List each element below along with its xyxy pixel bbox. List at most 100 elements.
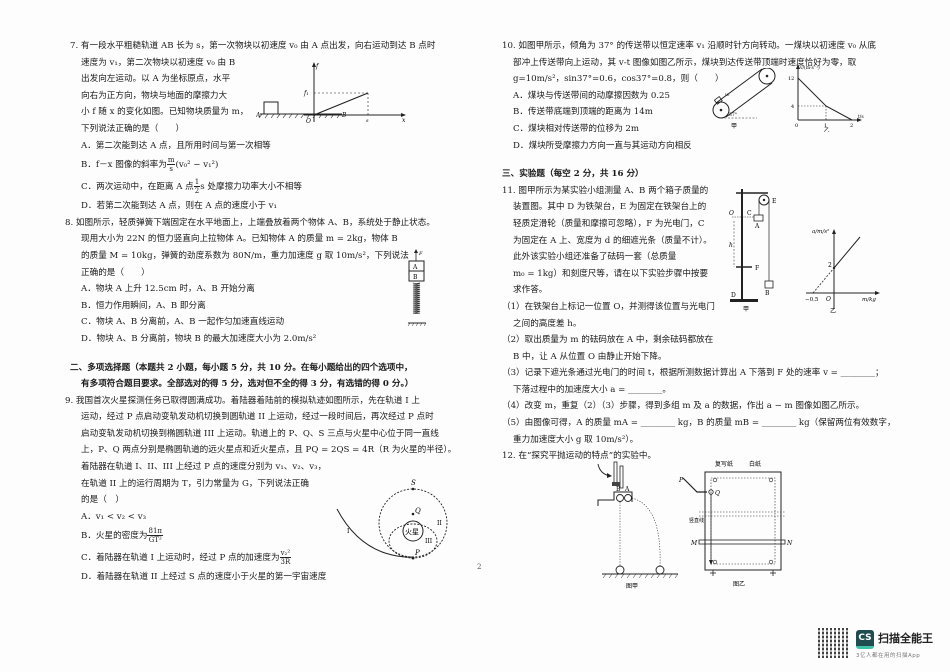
question-11: 11. 图甲所示为某实验小组测量 A、B 两个箱子质量的 装置图。其中 D 为铁… [502,183,922,449]
svg-text:甲: 甲 [743,306,749,312]
q7-stem-line: 下列说法正确的是（ ） [81,123,185,134]
q11-step-5: （5）由图像可得，A 的质量 mA = ________ kg，B 的质量 mB… [502,418,896,429]
q9-stem-line: 着陆器在轨道 I、II、III 上经过 P 点的速度分别为 v₁、v₂、v₃， [81,462,327,473]
section-3-title: 三、实验题（每空 2 分，共 16 分） [502,169,644,180]
q10-stem-line: 部冲上传送带向上运动，其 v-t 图像如图乙所示，煤块到达传送带顶端时速度恰好为… [513,57,857,68]
q11-a-m-graph: a/m/s² 2 −0.5 O m/kg 乙 [805,228,880,313]
q11-step-1-cont: 之间的高度差 h。 [513,318,582,329]
q8-option-d: D．物块 A、B 分离前，物块 B 的最大加速度大小为 2.0m/s² [81,333,317,344]
q9-stem-line: 启动变轨发动机切换到椭圆轨道 III 上运动。轨道上的 P、Q、S 三点与火星中… [81,428,439,439]
q7-f-x-graph: f f₁ O s x [303,62,406,125]
q7-option-a: A．第二次能到达 A 点，且所用时间与第一次相等 [81,140,271,151]
svg-text:P: P [678,477,684,484]
svg-text:h: h [729,242,733,249]
q11-stem-line: 为固定在 A 上、宽度为 d 的细遮光条（质量不计）。 [513,235,712,246]
svg-text:A: A [412,264,418,271]
question-12: 12. 在“探究平抛运动的特点”的实验中。 B A 图甲 [502,448,922,590]
svg-text:I: I [347,528,350,535]
q11-step-1: （1）在铁架台上标记一位置 O，并测得该位置与光电门 [502,301,715,312]
q8-stem-line: 正确的是（ ） [81,267,150,278]
svg-text:12: 12 [788,76,794,82]
q12-board-diagram: 复写纸 白纸 P Q 竖直线 M N 图乙 [678,460,793,588]
q9-stem-line: 在轨道 II 上的运行周期为 T，引力常量为 G，下列说法正确 [81,478,309,489]
camscanner-tagline: 3亿人都在用的扫描App [856,653,921,659]
svg-text:F: F [755,265,759,272]
q10-v-t-graph: v/(m·s⁻¹) 12 4 0 1 2 t/s 乙 [788,64,864,132]
svg-text:乙: 乙 [830,308,836,313]
svg-text:火星: 火星 [405,528,419,536]
q11-step-3-cont: 下落过程中的加速度大小 a = ________。 [513,384,672,395]
section-2-title-line2: 有多项符合题目要求。全部选对的得 5 分，选对但不全的得 3 分，有选错的得 0… [81,379,414,390]
q9-option-d: D．着陆器在轨道 II 上经过 S 点的速度小于火星的第一宇宙速度 [81,572,327,583]
svg-text:O: O [306,118,311,125]
svg-text:乙: 乙 [824,127,830,132]
q7-stem-line: 7. 有一段水平粗糙轨道 AB 长为 s，第一次物块以初速度 v₀ 由 A 点出… [70,41,436,51]
q9-option-a: A．v₁ < v₂ < v₃ [81,511,147,522]
q8-stem-line: 的质量 M = 10kg，弹簧的劲度系数为 80N/m，重力加速度 g 取 10… [81,250,409,261]
q11-apparatus-diagram: E O C A h F B D 甲 [729,188,776,312]
svg-text:Q: Q [715,490,720,497]
qr-code-icon [818,628,848,658]
question-9: 9. 我国首次火星探测任务已取得圆满成功。着陆器着陆前的模拟轨迹如图所示，先在轨… [65,393,490,586]
svg-text:C: C [747,210,752,217]
svg-text:s: s [366,118,369,124]
q8-option-c: C．物块 A、B 分离前，A、B 一起作匀加速直线运动 [81,317,285,328]
section-2-header: 二、多项选择题（本题共 2 小题，每小题 5 分，共 10 分。在每小题给出的四… [70,360,490,393]
q9-option-b-text: B．火星的密度为 [81,531,148,542]
camscanner-logo-icon: CS [856,630,874,649]
q8-stem-line: 8. 如图所示，轻质弹簧下端固定在水平地面上，上端叠放着两个物体 A、B，系统处… [65,217,435,228]
q12-projectile-apparatus-diagram: B A 图甲 [597,461,679,590]
q11-step-5-cont: 重力加速度大小 g 取 10m/s²）。 [513,434,639,445]
svg-text:III: III [425,538,433,545]
svg-text:图乙: 图乙 [733,581,745,588]
svg-text:B: B [765,290,770,297]
left-column: 7. 有一段水平粗糙轨道 AB 长为 s，第一次物块以初速度 v₀ 由 A 点出… [65,38,490,586]
svg-text:f: f [315,63,320,70]
svg-text:M: M [690,540,698,547]
q7-option-d: D．若第二次能到达 A 点，则在 A 点的速度小于 v₁ [81,201,277,212]
svg-text:4: 4 [791,104,794,110]
svg-text:A: A [754,223,760,230]
q8-spring-diagram: F A B [407,248,427,326]
page-number: 2 [477,563,482,571]
q11-step-4: （4）改变 m，重复（2）（3）步骤，得到多组 m 及 a 的数据，作出 a −… [502,401,865,412]
svg-text:P: P [414,549,420,557]
svg-text:A: A [256,112,261,119]
q11-stem-line: 求作答。 [513,285,548,296]
q8-option-a: A．物块 A 上升 12.5cm 时，A、B 开始分离 [81,284,255,295]
svg-text:S: S [411,479,416,487]
q7-stem-line: 出发向左运动。以 A 为坐标原点，水平 [81,74,231,85]
q11-stem-line: 装置图。其中 D 为铁架台，E 为固定在铁架台上的 [513,202,707,213]
svg-text:1: 1 [824,123,827,129]
q11-stem-line: 轻质定滑轮（质量和摩擦可忽略），F 为光电门，C [513,218,705,229]
svg-text:II: II [437,520,442,527]
q7-option-b-text: B．f－x 图像的斜率为 [81,160,167,171]
q9-orbit-diagram: 火星 S Q P I II III [336,479,448,560]
q10-option-a: A．煤块与传送带间的动摩擦因数为 0.25 [513,90,670,101]
q9-stem-line: 9. 我国首次火星探测任务已取得圆满成功。着陆器着陆前的模拟轨迹如图所示，先在轨… [65,395,420,406]
svg-text:甲: 甲 [731,123,737,130]
svg-text:F: F [418,251,423,257]
svg-text:A: A [624,486,630,493]
svg-text:2: 2 [850,123,853,129]
svg-text:v₀: v₀ [725,93,730,98]
svg-text:37°: 37° [729,112,737,118]
q7-option-c-text: C．两次运动中，在距离 A 点 [81,182,194,193]
svg-text:B: B [413,274,418,281]
q11-stem-line: 11. 图甲所示为某实验小组测量 A、B 两个箱子质量的 [502,185,709,196]
q11-step-2-cont: B 中，让 A 从位置 O 由静止开始下降。 [513,351,667,362]
question-8: 8. 如图所示，轻质弹簧下端固定在水平地面上，上端叠放着两个物体 A、B，系统处… [65,215,490,348]
q8-stem-line: 现用大小为 22N 的恒力竖直向上拉物体 A。已知物体 A 的质量 m = 2k… [81,234,398,245]
svg-text:白纸: 白纸 [749,460,761,468]
q10-option-c: C．煤块相对传送带的位移为 2m [513,123,640,134]
q7-stem-line: 速度为 v₁，第二次物块以初速度 v₀ 由 B [81,57,236,68]
q7-option-b-tail: (v₀² − v₁²) [175,160,219,171]
q7-stem-line: 小 f 随 x 的变化如图。已知物块质量为 m， [81,107,249,118]
